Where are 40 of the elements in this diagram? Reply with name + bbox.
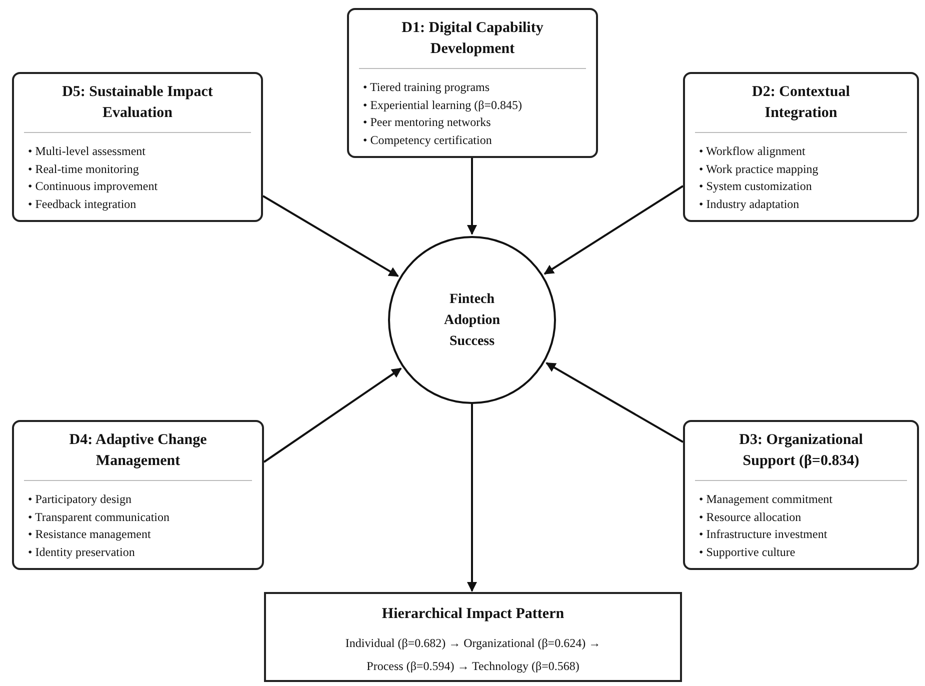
node-title: D3: Organizational Support (β=0.834) (695, 430, 907, 481)
bullet-item: • Competency certification (362, 132, 492, 149)
bullet-item: • Continuous improvement (27, 178, 158, 195)
dimension-card (683, 72, 919, 222)
arrow (546, 362, 684, 443)
bullet-item: • Management commitment (698, 491, 832, 508)
bullet-item: • System customization (698, 178, 812, 195)
arrow (263, 368, 402, 463)
bullet-item: • Supportive culture (698, 544, 796, 560)
bullet-item: • Resource allocation (698, 508, 802, 526)
dimension-card (12, 72, 263, 222)
bullet-item: • Peer mentoring networks (362, 114, 491, 131)
bullet-item: • Real-time monitoring (27, 160, 139, 178)
dimension-card (347, 8, 598, 158)
bullet-item: • Experiential learning (β=0.845) (362, 96, 522, 114)
arrow (467, 158, 477, 235)
bullet-item: • Workflow alignment (698, 143, 806, 160)
bullet-item: • Industry adaptation (698, 196, 800, 213)
bullet-item: • Feedback integration (27, 196, 136, 213)
node-title: D2: Contextual Integration (695, 82, 907, 133)
pattern-text: Individual (β=0.682) → Organizational (β=0.624) → Process (β=0.594) → Technology (β=0.568) (344, 635, 602, 675)
arrow (544, 185, 684, 275)
node-title: Hierarchical Impact Pattern (382, 605, 564, 624)
arrow (467, 404, 477, 592)
bullet-item: • Multi-level assessment (27, 143, 146, 160)
node-title: D4: Adaptive Change Management (24, 430, 252, 481)
bullet-item: • Participatory design (27, 491, 132, 508)
node-title: D5: Sustainable Impact Evaluation (24, 82, 251, 133)
dimension-card (683, 420, 919, 570)
bullet-item: • Resistance management (27, 526, 151, 543)
dimension-card (12, 420, 264, 570)
node-title: Fintech Adoption Success (442, 290, 502, 350)
bullet-item: • Transparent communication (27, 508, 170, 526)
node-title: D1: Digital Capability Development (359, 18, 586, 69)
bullet-item: • Identity preservation (27, 544, 135, 561)
bullet-item: • Tiered training programs (362, 79, 490, 96)
arrow (262, 195, 399, 277)
impact-pattern-box (264, 592, 682, 682)
bullet-item: • Infrastructure investment (698, 526, 828, 543)
bullet-item: • Work practice mapping (698, 160, 818, 178)
